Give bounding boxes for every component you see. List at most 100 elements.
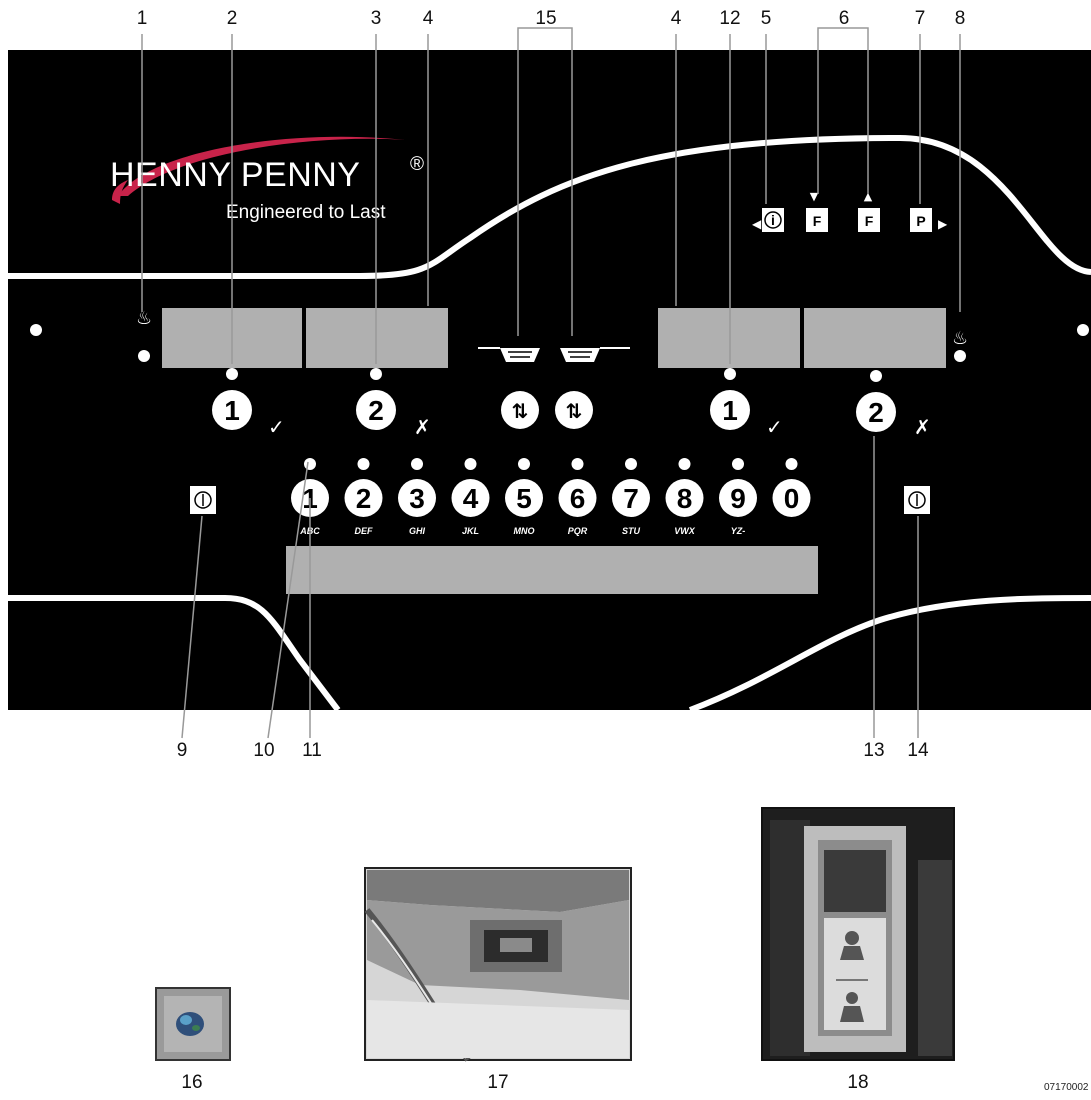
power-icon (908, 491, 926, 509)
info-button[interactable]: i (762, 208, 784, 232)
svg-text:1: 1 (722, 395, 738, 426)
filter-down-button[interactable]: F (806, 208, 828, 232)
basket-lift-button-left[interactable]: ⇅ (501, 391, 539, 429)
heat-icon: ♨ (136, 308, 152, 329)
basket-lift-button-right[interactable]: ⇅ (555, 391, 593, 429)
product-key-led (464, 458, 477, 470)
callout-13: 13 (863, 740, 884, 761)
mount-hole-left (30, 324, 42, 336)
svg-text:2: 2 (368, 395, 384, 426)
product-key-letters: JKL (462, 526, 479, 536)
right-vat-button-1[interactable]: 1 (710, 390, 750, 430)
brand-tagline: Engineered to Last (226, 202, 386, 223)
filter-up-button[interactable]: F (858, 208, 880, 232)
led-right-2 (870, 370, 882, 382)
product-key-led (304, 458, 316, 470)
callout-15: 15 (535, 8, 556, 29)
product-key-number: 5 (516, 483, 532, 514)
basket-lift-arrows-icon: ⇅ (512, 399, 529, 423)
cross-mark-left: ✗ (414, 415, 431, 439)
down-arrow-icon: ▼ (810, 190, 819, 203)
lower-contour-stripe-left (8, 595, 341, 712)
product-key-number: 6 (570, 483, 586, 514)
product-key-led (785, 458, 798, 470)
heat-led-right (954, 350, 966, 362)
brand-logo: HENNY PENNY ® Engineered to Last (110, 136, 424, 223)
basket-lift-arrows-icon: ⇅ (566, 399, 583, 423)
product-key-led (518, 458, 530, 470)
left-vat-button-2[interactable]: 2 (356, 390, 396, 430)
power-button-right[interactable] (904, 486, 930, 514)
product-key-10[interactable]: 0 (772, 458, 811, 517)
callout-labels: 1 2 3 4 15 4 12 5 6 7 8 9 10 11 13 14 (137, 8, 966, 761)
cross-mark-right: ✗ (914, 415, 931, 439)
basket-lift-icon-left (478, 347, 540, 362)
product-key-letters: MNO (514, 526, 535, 536)
right-vat-display-2 (804, 308, 946, 368)
check-mark-left: ✓ (268, 415, 285, 439)
basket-lift-icon-right (560, 347, 630, 362)
photo-underside-switch (364, 867, 632, 1062)
product-key-number: 8 (677, 483, 693, 514)
callout-11: 11 (302, 740, 322, 761)
right-arrow-icon: ▶ (938, 217, 948, 231)
logo-swoosh-tail (112, 180, 128, 204)
check-mark-right: ✓ (766, 415, 783, 439)
right-vat-button-2[interactable]: 2 (856, 392, 896, 432)
power-button-left[interactable] (190, 486, 216, 514)
photo-indicator-light (155, 987, 231, 1061)
svg-text:1: 1 (224, 395, 240, 426)
product-key-led (411, 458, 423, 470)
document-id: 07170002 (1044, 1082, 1089, 1093)
product-key-letters: GHI (409, 526, 426, 536)
info-display (286, 546, 818, 594)
callout-9: 9 (177, 740, 188, 761)
left-vat-button-1[interactable]: 1 (212, 390, 252, 430)
product-key-led (571, 458, 584, 470)
power-icon (194, 491, 212, 509)
led-left-1 (226, 368, 238, 380)
left-vat-display-2 (306, 308, 448, 368)
callout-3: 3 (371, 8, 382, 29)
photo-caption-16: 16 (181, 1072, 202, 1093)
callout-8: 8 (955, 8, 966, 29)
callout-5: 5 (761, 8, 772, 29)
svg-text:2: 2 (868, 397, 884, 428)
product-key-9[interactable]: 9YZ- (719, 458, 757, 536)
product-key-letters: PQR (568, 526, 588, 536)
lower-contour-stripe-right (688, 595, 1091, 713)
callout-4b: 4 (671, 8, 682, 29)
photo-caption-18: 18 (847, 1072, 868, 1093)
heat-led-left (138, 350, 150, 362)
product-key-led (678, 458, 691, 470)
mount-hole-right (1077, 324, 1089, 336)
right-vat-display-1 (658, 308, 800, 368)
svg-text:P: P (916, 213, 925, 229)
product-key-led (357, 458, 370, 470)
heat-indicator-right: ♨ (952, 328, 968, 362)
left-arrow-icon: ◀ (752, 217, 762, 231)
callout-leaders (141, 27, 961, 739)
led-left-2 (370, 368, 382, 380)
upper-contour-stripe (8, 134, 1091, 279)
product-key-letters: STU (622, 526, 641, 536)
svg-text:F: F (813, 213, 822, 229)
brand-name: HENNY PENNY (110, 156, 361, 194)
program-button[interactable]: P (910, 208, 932, 232)
product-key-number: 0 (784, 483, 800, 514)
callout-4a: 4 (423, 8, 434, 29)
photo-caption-17: 17 (487, 1072, 508, 1093)
callout-7: 7 (915, 8, 926, 29)
callout-12: 12 (719, 8, 740, 29)
product-key-letters: VWX (674, 526, 695, 536)
photo-switch-box (761, 807, 955, 1061)
